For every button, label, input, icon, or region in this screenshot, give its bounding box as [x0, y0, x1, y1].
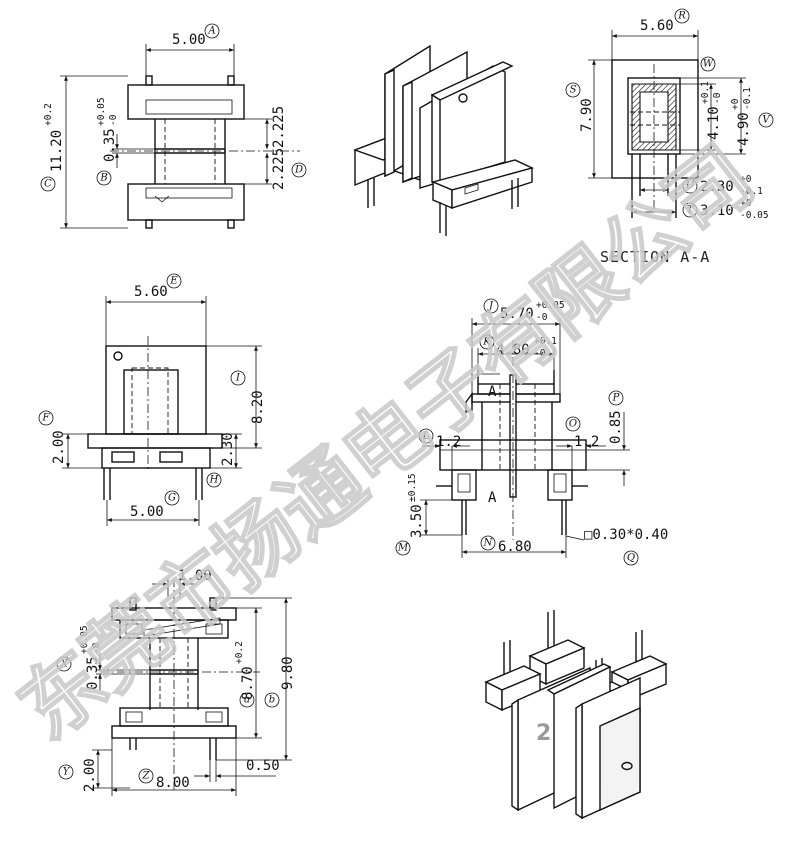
dim-0-50: 0.50: [246, 758, 280, 774]
label-V: V: [762, 115, 771, 126]
dim-11-20-tol-upper: +0.2: [43, 103, 54, 126]
dim-3-50: 3.50: [409, 504, 425, 538]
label-T: T: [687, 205, 695, 216]
dim-5-60-a: 5.60: [640, 18, 674, 34]
label-S: S: [570, 85, 577, 96]
view-section-aa: 5.60 R 7.90 S 4.10 +0.1 -0 W 4.90 +0 -0.…: [565, 8, 774, 266]
dim-3-50-tol: ±0.15: [407, 473, 418, 502]
dim-0-35-b-tol-upper: +0.05: [79, 625, 90, 654]
dim-2-225-lower: 2.225: [271, 148, 287, 190]
dim-4-10-tol-upper: +0.1: [700, 81, 711, 104]
dim-0-35-a-tol-upper: +0.05: [96, 97, 107, 126]
dim-6-80: 6.80: [498, 539, 532, 555]
label-G: G: [168, 493, 176, 504]
view-bottom: 1.00 0.35 +0.05 -0 X 8.70 +0.2 a 9.80: [56, 568, 296, 796]
view-isometric-bottom: 2: [484, 610, 668, 820]
dim-11-20: 11.20: [49, 130, 65, 172]
dim-4-80-tol-lower: -0: [534, 348, 546, 359]
label-J: J: [487, 301, 494, 312]
dim-2-00-a: 2.00: [51, 430, 67, 464]
label-N: N: [483, 538, 494, 549]
label-a: a: [244, 695, 250, 706]
dim-4-10: 4.10: [706, 106, 722, 140]
dim-1-2-right: 1.2: [574, 434, 599, 450]
dim-1-2-left: 1.2: [436, 434, 461, 450]
view-top-section-marked: A A J 5.70 +0.05 -0 K 4.80 +0.1 -0 L 1.2…: [395, 298, 668, 566]
label-K: K: [482, 337, 491, 348]
part-marker: 2: [536, 721, 551, 746]
label-X: X: [59, 659, 68, 670]
dim-5-70: 5.70: [500, 306, 534, 322]
view-side: 5.60 E 8.20 I 2.00 F 2.30 H 5.00: [38, 273, 266, 526]
label-b: b: [269, 695, 275, 706]
dim-0-35-b: 0.35: [85, 656, 101, 690]
label-O: O: [569, 419, 577, 430]
dim-4-90-tol-upper: +0: [730, 98, 741, 110]
dim-1-00: 1.00: [178, 568, 212, 584]
dim-0-35-b-tol-lower: -0: [91, 642, 102, 654]
dim-8-70: 8.70: [240, 666, 256, 700]
dim-5-60-b: 5.60: [134, 284, 168, 300]
dim-4-90: 4.90: [736, 112, 752, 146]
label-M: M: [397, 543, 409, 554]
dim-8-70-tol-upper: +0.2: [234, 641, 245, 664]
section-title: SECTION A-A: [600, 248, 710, 266]
dim-2-30-a-tol-lower: -0.1: [740, 186, 763, 197]
label-I: I: [235, 373, 241, 384]
label-D: D: [294, 165, 303, 176]
dim-pin-size: □0.30*0.40: [584, 527, 668, 543]
label-E: E: [169, 276, 178, 287]
dim-5-00-b: 5.00: [130, 504, 164, 520]
dim-2-30-b: 2.30: [220, 432, 236, 466]
label-F: F: [42, 413, 51, 424]
label-P: P: [612, 393, 620, 404]
dim-4-10-tol-lower: -0: [712, 92, 723, 104]
dim-2-30-a-tol-upper: +0: [740, 174, 752, 185]
label-R: R: [677, 11, 686, 22]
view-front: 5.00 A 11.20 +0.2 C 0.35 +0.05 -0 B: [40, 23, 307, 229]
label-Q: Q: [627, 553, 635, 564]
view-isometric-top: [352, 44, 535, 236]
dim-3-10-tol-upper: +0: [740, 198, 752, 209]
label-U: U: [686, 181, 695, 192]
label-C: C: [44, 179, 52, 190]
dim-0-35-a: 0.35: [102, 128, 118, 162]
dim-0-35-a-tol-lower: -0: [108, 114, 119, 126]
dim-5-70-tol-lower: -0: [536, 312, 548, 323]
dim-8-00: 8.00: [156, 775, 190, 791]
label-W: W: [703, 59, 714, 70]
dim-0-85: 0.85: [608, 410, 624, 444]
label-A: A: [207, 26, 215, 37]
dim-2-30-a: 2.30: [700, 179, 734, 195]
dim-4-80-tol-upper: +0.1: [534, 336, 557, 347]
dim-5-00-a: 5.00: [172, 32, 206, 48]
dim-7-90: 7.90: [579, 98, 595, 132]
dim-4-80: 4.80: [496, 342, 530, 358]
label-Z: Z: [142, 771, 151, 782]
dim-8-20: 8.20: [250, 390, 266, 424]
section-mark-top: A: [488, 384, 497, 400]
section-mark-bottom: A: [488, 490, 497, 506]
dim-2-225-upper: 2.225: [271, 106, 287, 148]
label-B: B: [99, 173, 107, 184]
label-H: H: [209, 475, 219, 486]
dim-9-80: 9.80: [280, 656, 296, 690]
label-Y: Y: [63, 767, 71, 778]
dim-3-10: 3.10: [700, 203, 734, 219]
dim-3-10-tol-lower: -0.05: [740, 210, 769, 221]
dim-5-70-tol-upper: +0.05: [536, 300, 565, 311]
dim-4-90-tol-lower: -0.1: [742, 87, 753, 110]
dim-2-00-b: 2.00: [82, 758, 98, 792]
label-L: L: [422, 431, 430, 442]
